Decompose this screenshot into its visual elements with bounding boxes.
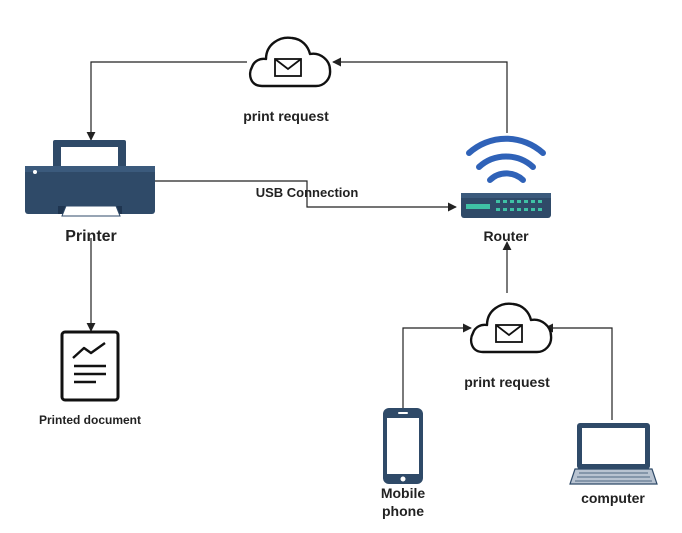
label-printer: Printer — [65, 228, 117, 245]
arrow-phone-to-bottom-cloud — [402, 323, 472, 408]
arrow-top-cloud-to-printer — [86, 61, 247, 141]
arrow-router-to-top-cloud — [332, 57, 508, 133]
wifi-icon — [466, 135, 546, 183]
router-icon — [461, 193, 551, 218]
label-computer: computer — [581, 490, 645, 506]
laptop-icon — [569, 423, 658, 485]
printer-icon — [25, 140, 155, 217]
arrow-printer-to-router-usb — [153, 180, 457, 212]
arrow-laptop-to-bottom-cloud — [544, 323, 613, 420]
cloud-mail-icon — [469, 302, 553, 354]
label-router: Router — [483, 228, 529, 244]
cloud-mail-icon — [248, 36, 332, 88]
label-printed-document: Printed document — [39, 413, 141, 427]
phone-icon — [383, 408, 423, 484]
label-mobile-phone-line2: phone — [382, 503, 424, 519]
label-usb-connection: USB Connection — [256, 185, 359, 200]
label-print-request-bottom: print request — [464, 374, 550, 390]
label-print-request-top: print request — [243, 108, 329, 124]
label-mobile-phone-line1: Mobile — [381, 485, 426, 501]
connectors — [86, 57, 613, 420]
document-icon — [60, 330, 120, 402]
